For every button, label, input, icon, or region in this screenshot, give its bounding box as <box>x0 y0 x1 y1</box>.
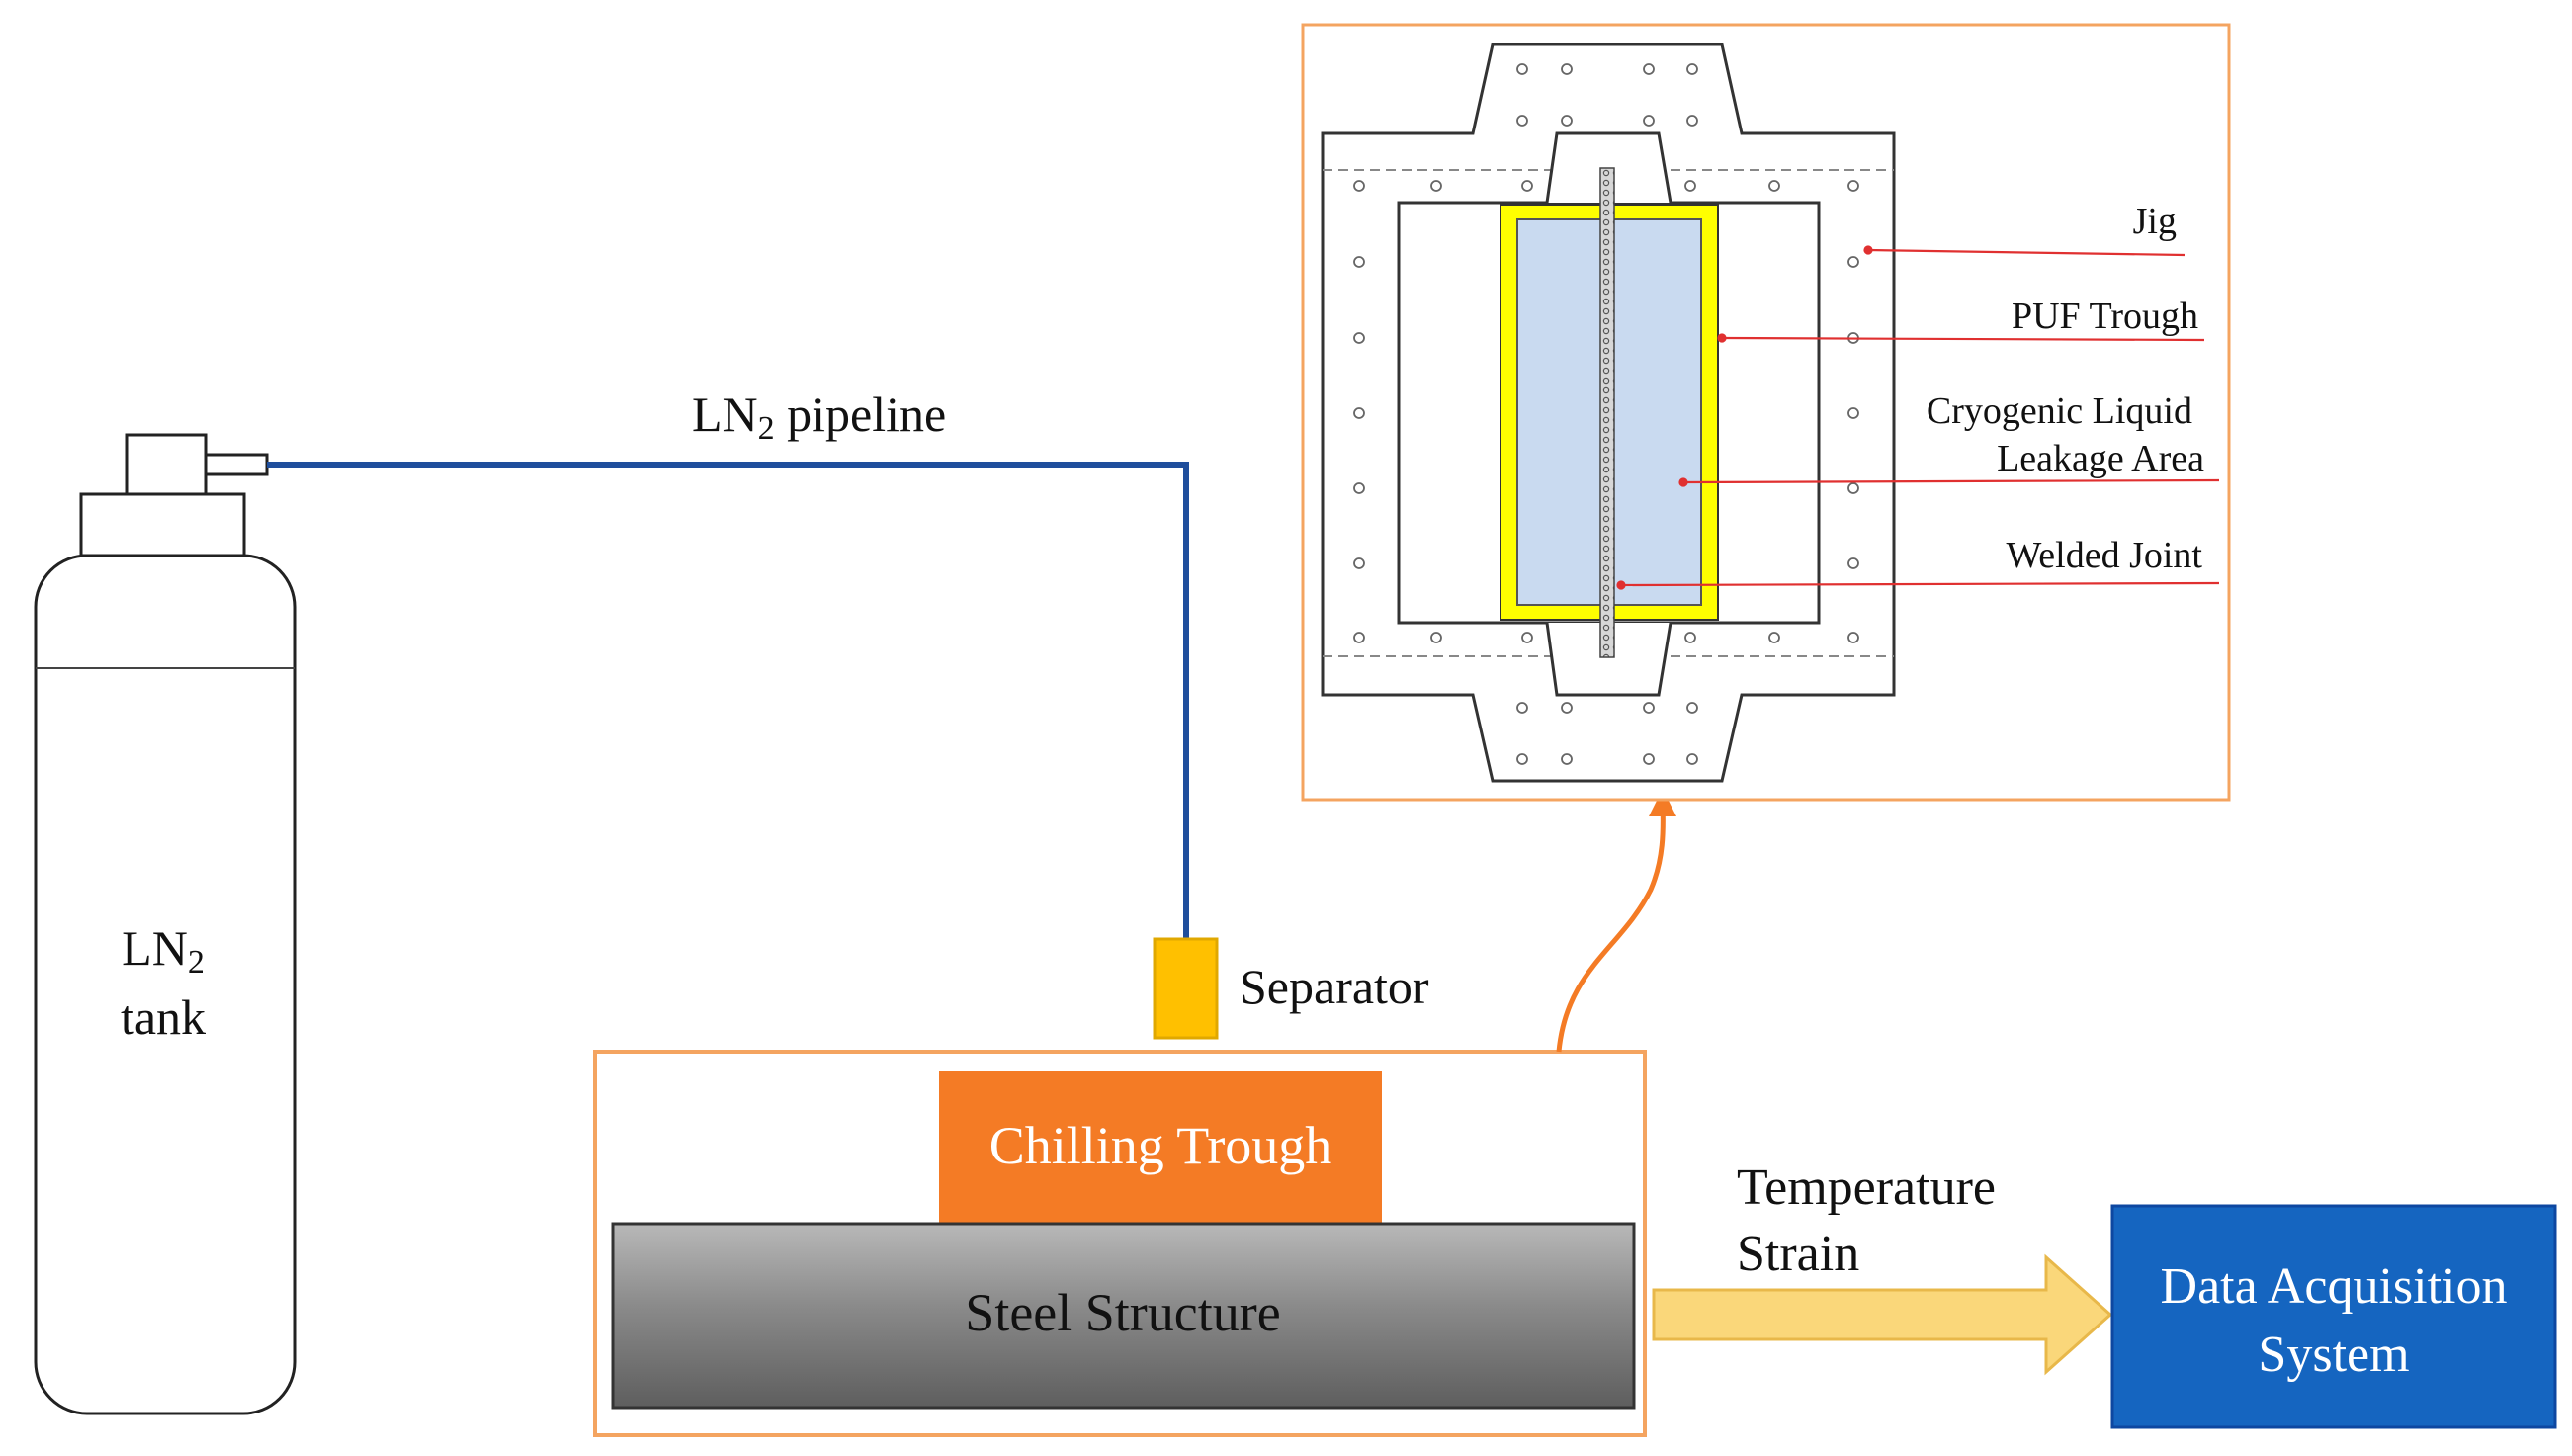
daq-box <box>2110 1204 2557 1429</box>
callout-arrowhead <box>1649 789 1676 816</box>
data-acquisition-system: Data Acquisition System <box>2110 1204 2557 1429</box>
tank-label-line1: LN2 <box>122 920 205 981</box>
data-flow-arrow: Temperature Strain <box>1652 1159 2113 1376</box>
tank-label-line2: tank <box>121 989 206 1045</box>
detail-callout-arrow <box>1556 789 1676 1053</box>
pipeline-label: LN2 pipeline <box>692 386 946 447</box>
bolt-holes <box>1353 63 1859 765</box>
pipeline-line <box>267 462 1189 941</box>
separator-block <box>1153 937 1219 1040</box>
welded-joint-strip <box>1599 167 1615 658</box>
steel-structure-block <box>611 1222 1636 1410</box>
jig-bottom-plate <box>1545 622 1672 697</box>
daq-label-line2: System <box>2258 1327 2409 1383</box>
detail-inset: Jig PUF Trough Cryogenic Liquid Leakage … <box>1301 23 2231 802</box>
tank-neck <box>79 492 246 557</box>
steel-structure-label: Steel Structure <box>965 1283 1280 1342</box>
callout-welded-joint: Welded Joint <box>2006 535 2202 576</box>
callout-leakage-line1: Cryogenic Liquid <box>1927 390 2192 432</box>
temperature-label: Temperature <box>1737 1159 1996 1216</box>
chilling-trough-label: Chilling Trough <box>989 1116 1332 1175</box>
data-arrow-shape <box>1652 1253 2113 1376</box>
callout-puf-trough: PUF Trough <box>2012 296 2198 337</box>
ln2-tank: LN2 tank <box>34 433 297 1415</box>
separator: Separator <box>1153 937 1429 1040</box>
strain-label: Strain <box>1737 1226 1859 1282</box>
chilling-trough-block <box>939 1071 1382 1224</box>
ln2-pipeline: LN2 pipeline <box>267 386 1189 941</box>
callout-jig: Jig <box>2133 201 2177 242</box>
test-setup-box: Chilling Trough Steel Structure <box>593 1050 1647 1437</box>
tank-valve-head <box>125 433 208 496</box>
tank-body <box>34 554 297 1415</box>
callout-curve <box>1556 802 1666 1053</box>
daq-label-line1: Data Acquisition <box>2161 1258 2508 1315</box>
callout-lines <box>1616 245 2220 590</box>
tank-valve-nozzle <box>201 453 269 476</box>
separator-label: Separator <box>1240 959 1429 1014</box>
callout-leakage-line2: Leakage Area <box>1997 438 2204 479</box>
